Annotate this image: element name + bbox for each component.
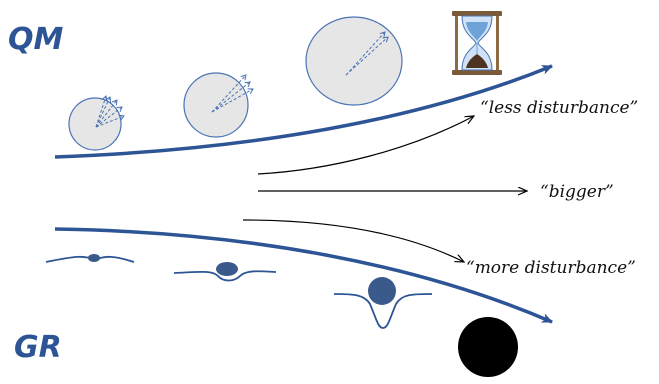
gr-mass-small: [45, 254, 135, 263]
qm-circle-small: [68, 96, 124, 151]
less-disturbance-arrow: [257, 116, 474, 175]
more-disturbance-label: “more disturbance”: [466, 258, 636, 278]
bigger-label: “bigger”: [540, 182, 614, 202]
more-disturbance-arrow: [242, 219, 464, 262]
qm-label: QM: [8, 22, 64, 57]
gr-label: GR: [14, 330, 62, 365]
gr-mass-medium: [173, 262, 277, 282]
black-hole: [458, 317, 518, 377]
hourglass-icon: [452, 11, 502, 75]
gr-arrow: [54, 227, 553, 324]
qm-arrow: [54, 64, 553, 159]
less-disturbance-label: “less disturbance”: [480, 98, 639, 118]
gr-mass-large: [333, 277, 433, 329]
qm-circle-medium: [183, 72, 253, 138]
qm-circle-large: [305, 16, 403, 106]
